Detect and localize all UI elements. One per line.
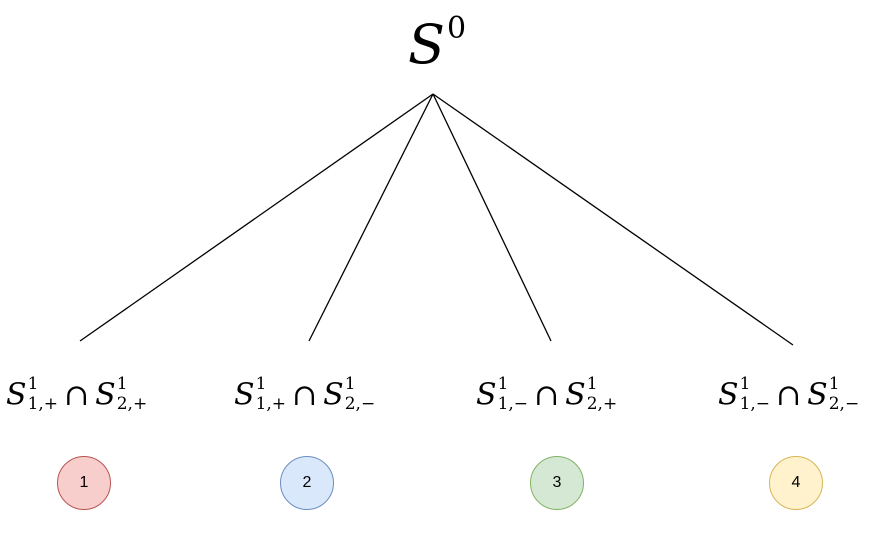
root-base: S bbox=[408, 13, 445, 76]
intersection-symbol: ∩ bbox=[776, 377, 802, 413]
leaf-badge-4: 4 bbox=[769, 456, 823, 510]
root-node-label: S0 bbox=[408, 14, 466, 72]
root-superscript: 0 bbox=[447, 11, 467, 46]
branch-line-1 bbox=[79, 93, 434, 342]
leaf-badge-1: 1 bbox=[57, 456, 111, 510]
leaf-badge-2: 2 bbox=[280, 456, 334, 510]
branch-line-2 bbox=[308, 93, 434, 342]
branch-line-4 bbox=[432, 93, 794, 346]
intersection-symbol: ∩ bbox=[64, 377, 90, 413]
intersection-symbol: ∩ bbox=[292, 377, 318, 413]
leaf-badge-3: 3 bbox=[530, 456, 584, 510]
intersection-symbol: ∩ bbox=[534, 377, 560, 413]
branch-line-3 bbox=[432, 93, 552, 342]
